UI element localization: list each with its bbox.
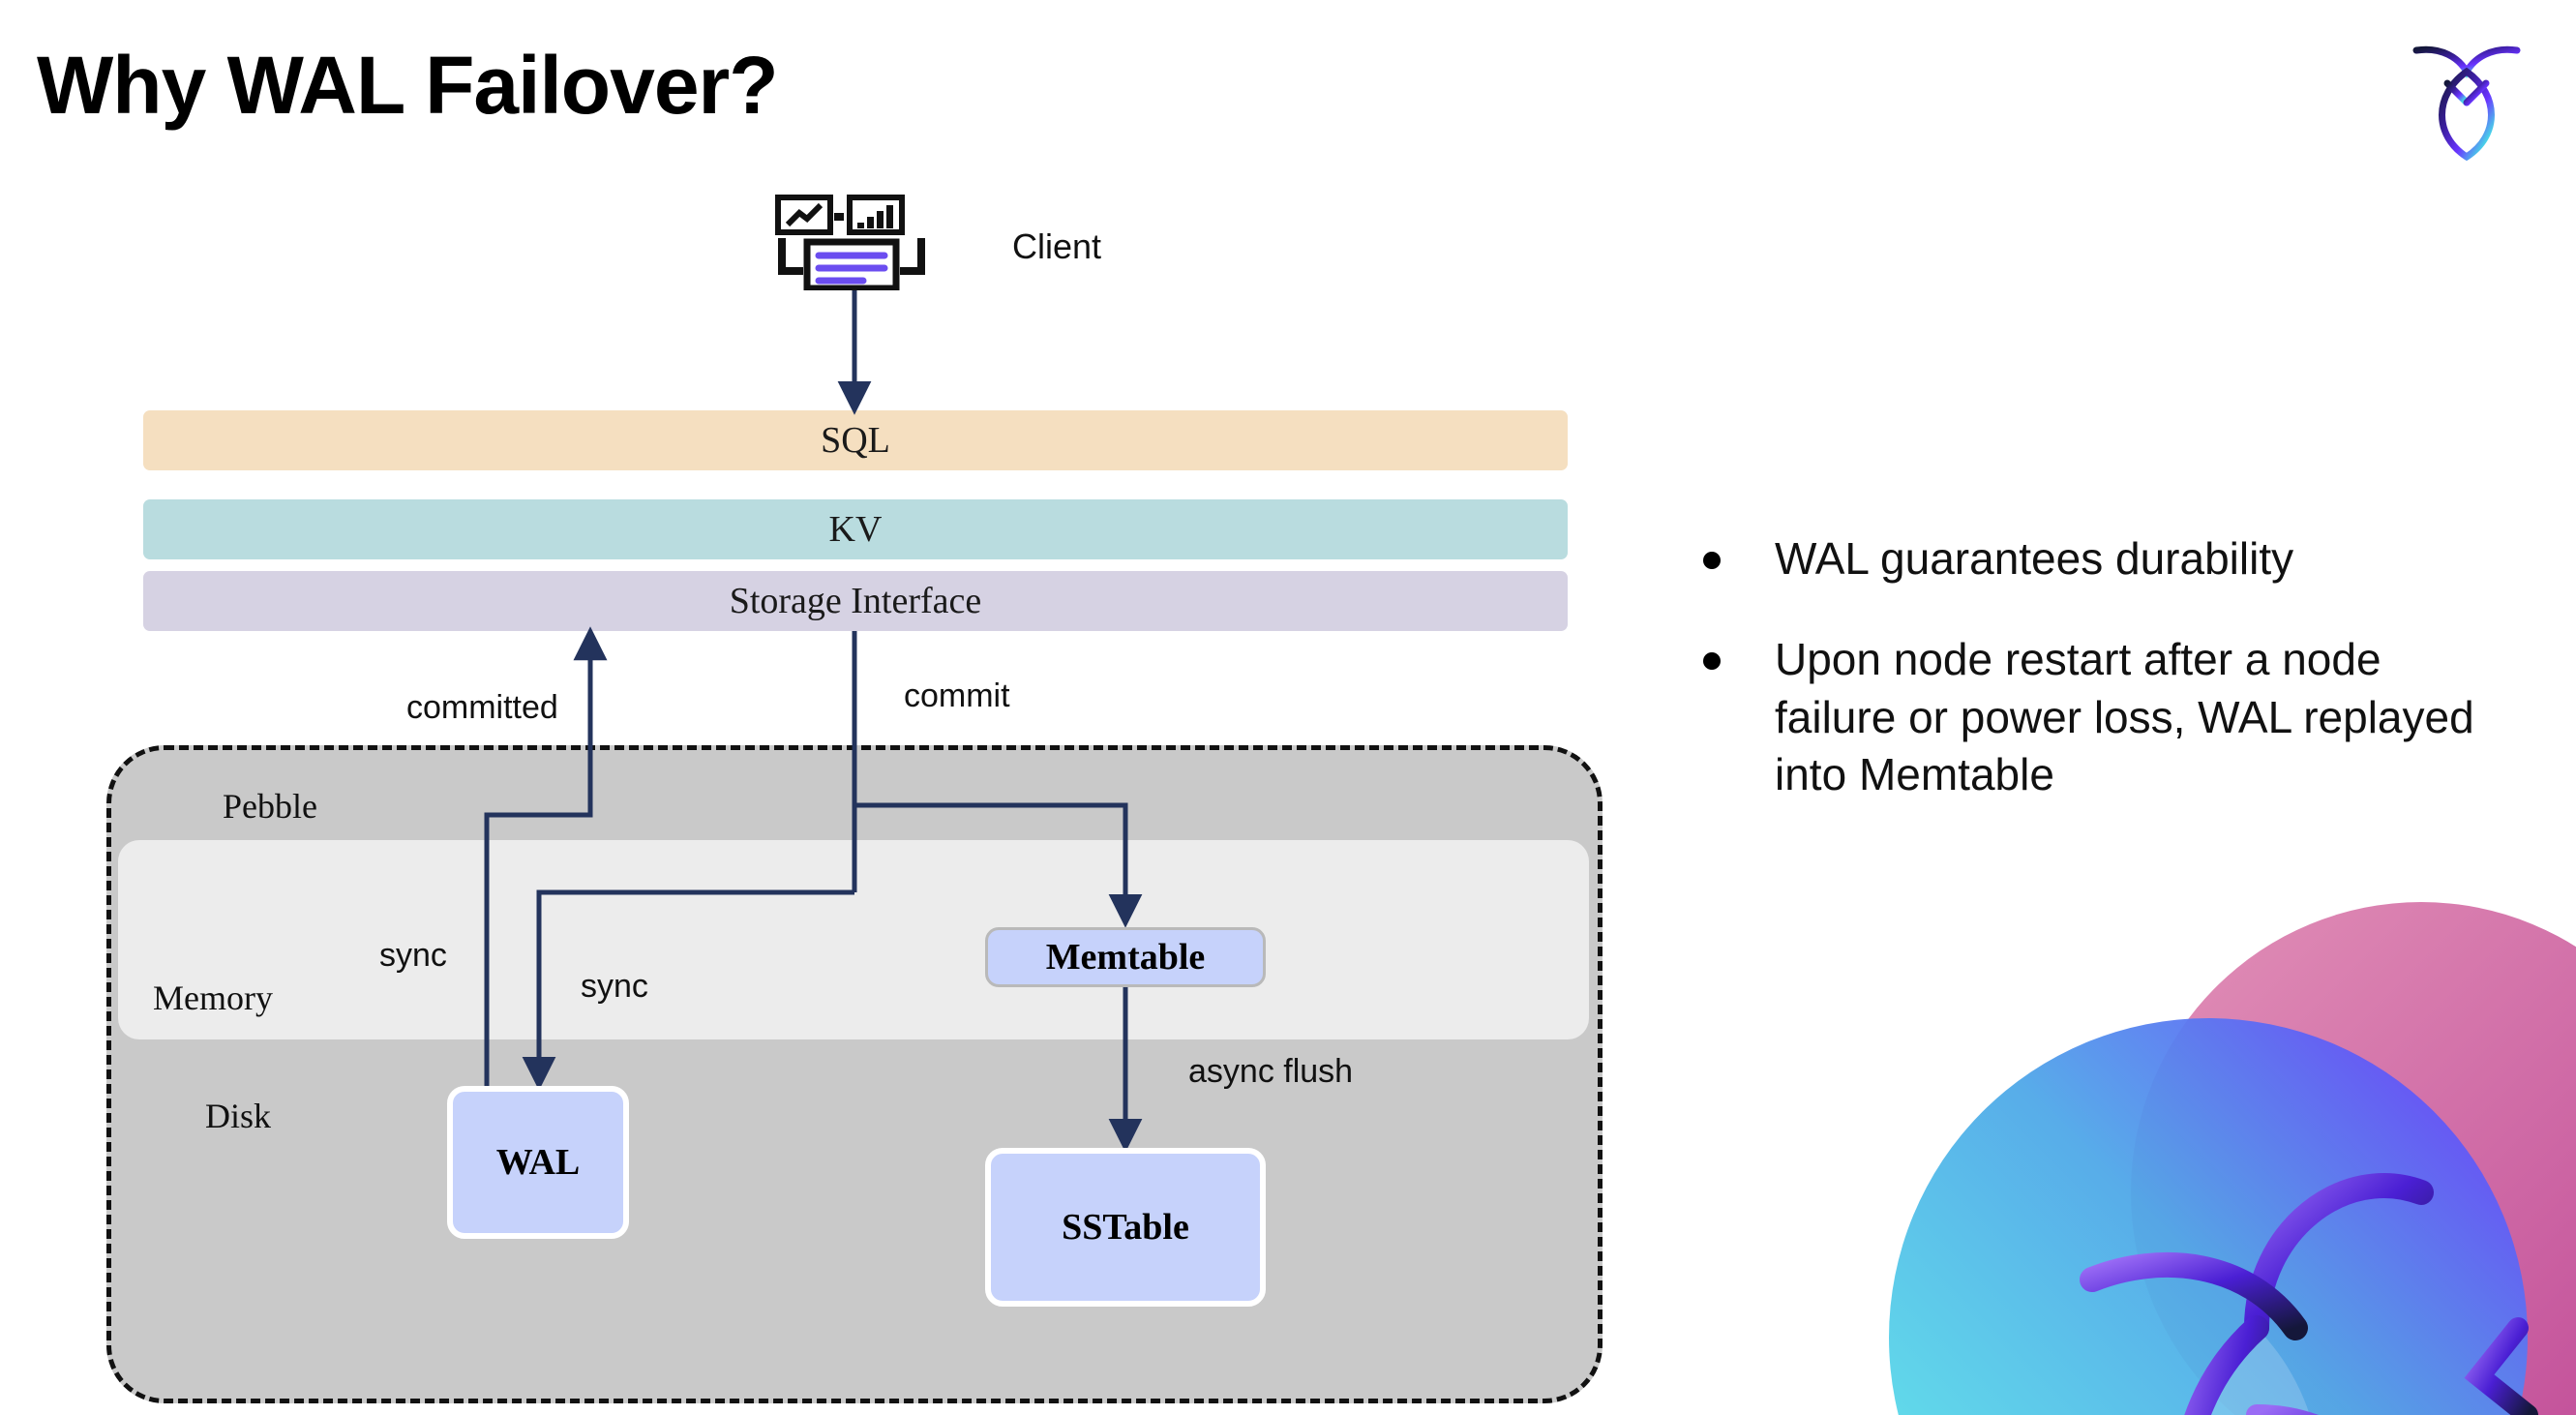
pebble-label: Pebble [223,787,317,826]
edge-label-sync-right: sync [581,968,648,1005]
edge-label-commit: commit [904,677,1010,714]
bullet-dot-icon [1703,552,1721,569]
node-sstable[interactable]: SSTable [985,1148,1266,1307]
node-label-memtable: Memtable [1045,937,1206,978]
memory-region [118,840,1589,1039]
client-device-icon [774,194,929,292]
cockroachdb-logo-icon [2409,29,2525,165]
client-label: Client [1012,226,1102,266]
node-memtable[interactable]: Memtable [985,927,1266,987]
layer-label-sql: SQL [821,420,890,461]
disk-label: Disk [205,1097,272,1135]
layer-bar-kv[interactable]: KV [143,499,1568,559]
list-item: WAL guarantees durability [1703,530,2506,588]
list-item: Upon node restart after a node failure o… [1703,631,2506,804]
edge-label-sync-left: sync [379,937,447,974]
node-label-sstable: SSTable [1062,1207,1189,1248]
memory-label: Memory [153,978,273,1017]
layer-bar-sql[interactable]: SQL [143,410,1568,470]
node-wal[interactable]: WAL [447,1086,629,1239]
bullet-text: WAL guarantees durability [1775,533,2294,584]
layer-label-storage: Storage Interface [729,581,982,621]
edge-label-async-flush: async flush [1188,1053,1354,1090]
layer-bar-storage-interface[interactable]: Storage Interface [143,571,1568,631]
bullet-dot-icon [1703,651,1721,670]
layer-label-kv: KV [828,509,883,550]
node-label-wal: WAL [495,1142,581,1183]
bullet-list: WAL guarantees durability Upon node rest… [1703,530,2506,847]
cockroachdb-decorative-circles [1841,873,2576,1415]
architecture-diagram: Client SQL KV Storage Interface Pebble M… [106,194,1603,1403]
page-title: Why WAL Failover? [37,40,779,131]
bullet-text: Upon node restart after a node failure o… [1775,633,2474,800]
edge-label-committed: committed [406,689,558,726]
